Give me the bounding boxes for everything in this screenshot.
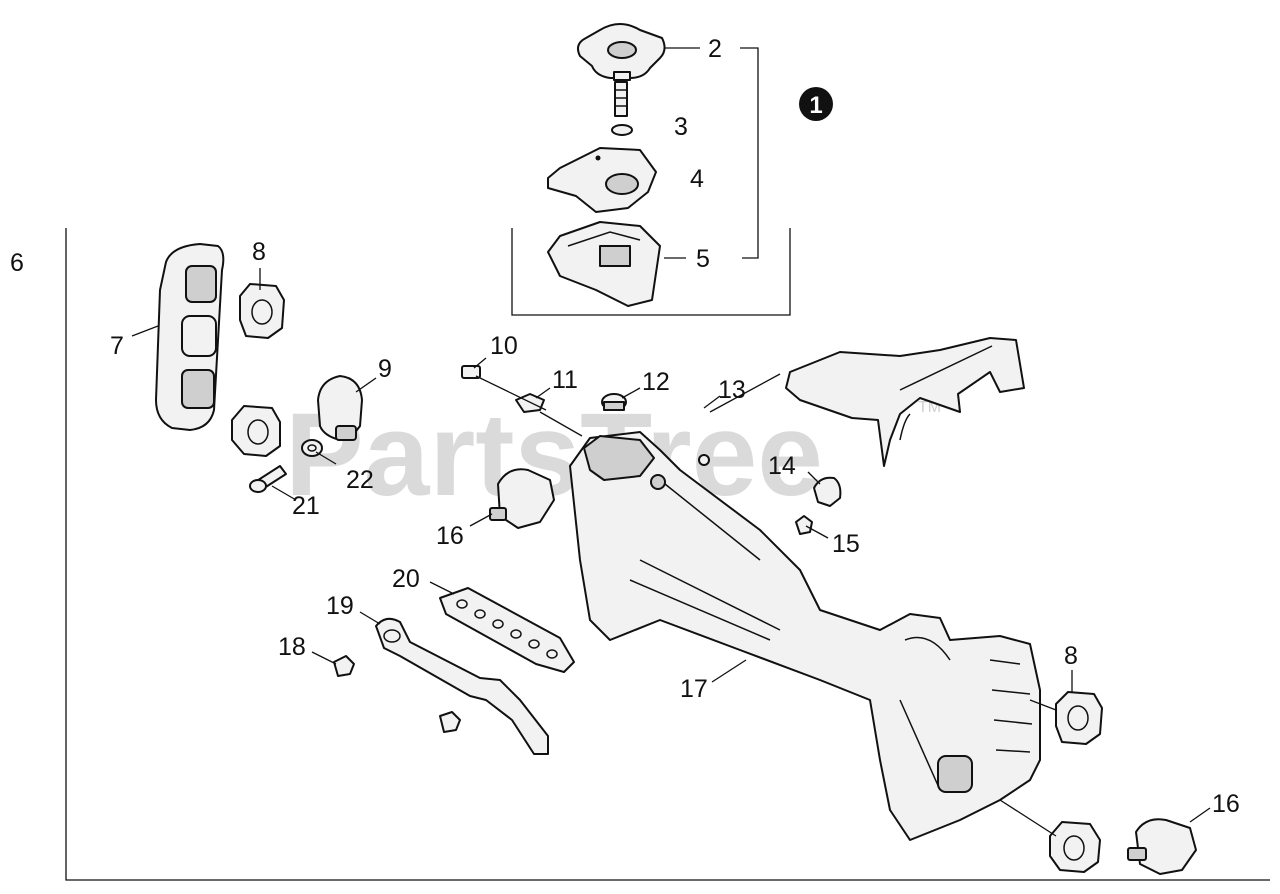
- callout-17[interactable]: 17: [680, 675, 708, 703]
- part-8-hex-nut-upper[interactable]: [239, 283, 285, 339]
- part-12-grommet[interactable]: [601, 393, 627, 411]
- part-14-clip[interactable]: [813, 476, 842, 507]
- callout-19[interactable]: 19: [326, 592, 354, 620]
- callout-20[interactable]: 20: [392, 565, 420, 593]
- callout-10[interactable]: 10: [490, 332, 518, 360]
- part-4-clamp-top[interactable]: [547, 147, 657, 213]
- callout-labels: 2 3 4 5 6 8 7 9 10 11 12 13 14 15 16 22 …: [10, 35, 1240, 818]
- callout-6[interactable]: 6: [10, 249, 24, 277]
- callout-12[interactable]: 12: [642, 368, 670, 396]
- callout-13[interactable]: 13: [718, 376, 746, 404]
- callout-14[interactable]: 14: [768, 452, 796, 480]
- part-9-clamp-ring[interactable]: [317, 375, 363, 441]
- assembly-badge: 1: [799, 87, 833, 121]
- callout-9[interactable]: 9: [378, 355, 392, 383]
- part-10-clip[interactable]: [461, 365, 481, 379]
- callout-21[interactable]: 21: [292, 492, 320, 520]
- part-13-guard-plate[interactable]: [785, 337, 1025, 467]
- assembly-badge-label: 1: [809, 92, 822, 119]
- part-21-screw[interactable]: [249, 465, 287, 493]
- callout-16-right[interactable]: 16: [1212, 790, 1240, 818]
- part-19-lever[interactable]: [375, 617, 549, 755]
- callout-5[interactable]: 5: [696, 245, 710, 273]
- part-5-clamp-bottom[interactable]: [547, 221, 661, 307]
- part-8-hex-nut-right-lower[interactable]: [1049, 821, 1101, 873]
- part-16-clamp-mid[interactable]: [489, 468, 555, 529]
- part-20-ribbed-plate[interactable]: [439, 587, 575, 673]
- callout-15[interactable]: 15: [832, 530, 860, 558]
- group-frame: [65, 47, 1270, 881]
- part-8-hex-nut-right-upper[interactable]: [1055, 691, 1103, 745]
- part-17-main-housing[interactable]: [569, 431, 1041, 841]
- leader-lines: [131, 47, 1211, 837]
- callout-18[interactable]: 18: [278, 633, 306, 661]
- callout-3[interactable]: 3: [674, 113, 688, 141]
- callout-11[interactable]: 11: [552, 366, 578, 394]
- part-7-side-cover[interactable]: [155, 243, 225, 431]
- part-15-nut[interactable]: [795, 515, 813, 535]
- callout-4[interactable]: 4: [690, 165, 704, 193]
- part-16-clamp-right[interactable]: [1127, 818, 1197, 875]
- callout-8-upper[interactable]: 8: [252, 238, 266, 266]
- part-18-bolt[interactable]: [333, 655, 355, 677]
- callout-8-right[interactable]: 8: [1064, 642, 1078, 670]
- callout-16-mid[interactable]: 16: [436, 522, 464, 550]
- callout-7[interactable]: 7: [110, 332, 124, 360]
- part-8-hex-nut-lower[interactable]: [231, 405, 281, 457]
- part-3-screw-washer[interactable]: [611, 81, 633, 136]
- callout-2[interactable]: 2: [708, 35, 722, 63]
- callout-22[interactable]: 22: [346, 466, 374, 494]
- part-2-star-knob[interactable]: [577, 23, 666, 81]
